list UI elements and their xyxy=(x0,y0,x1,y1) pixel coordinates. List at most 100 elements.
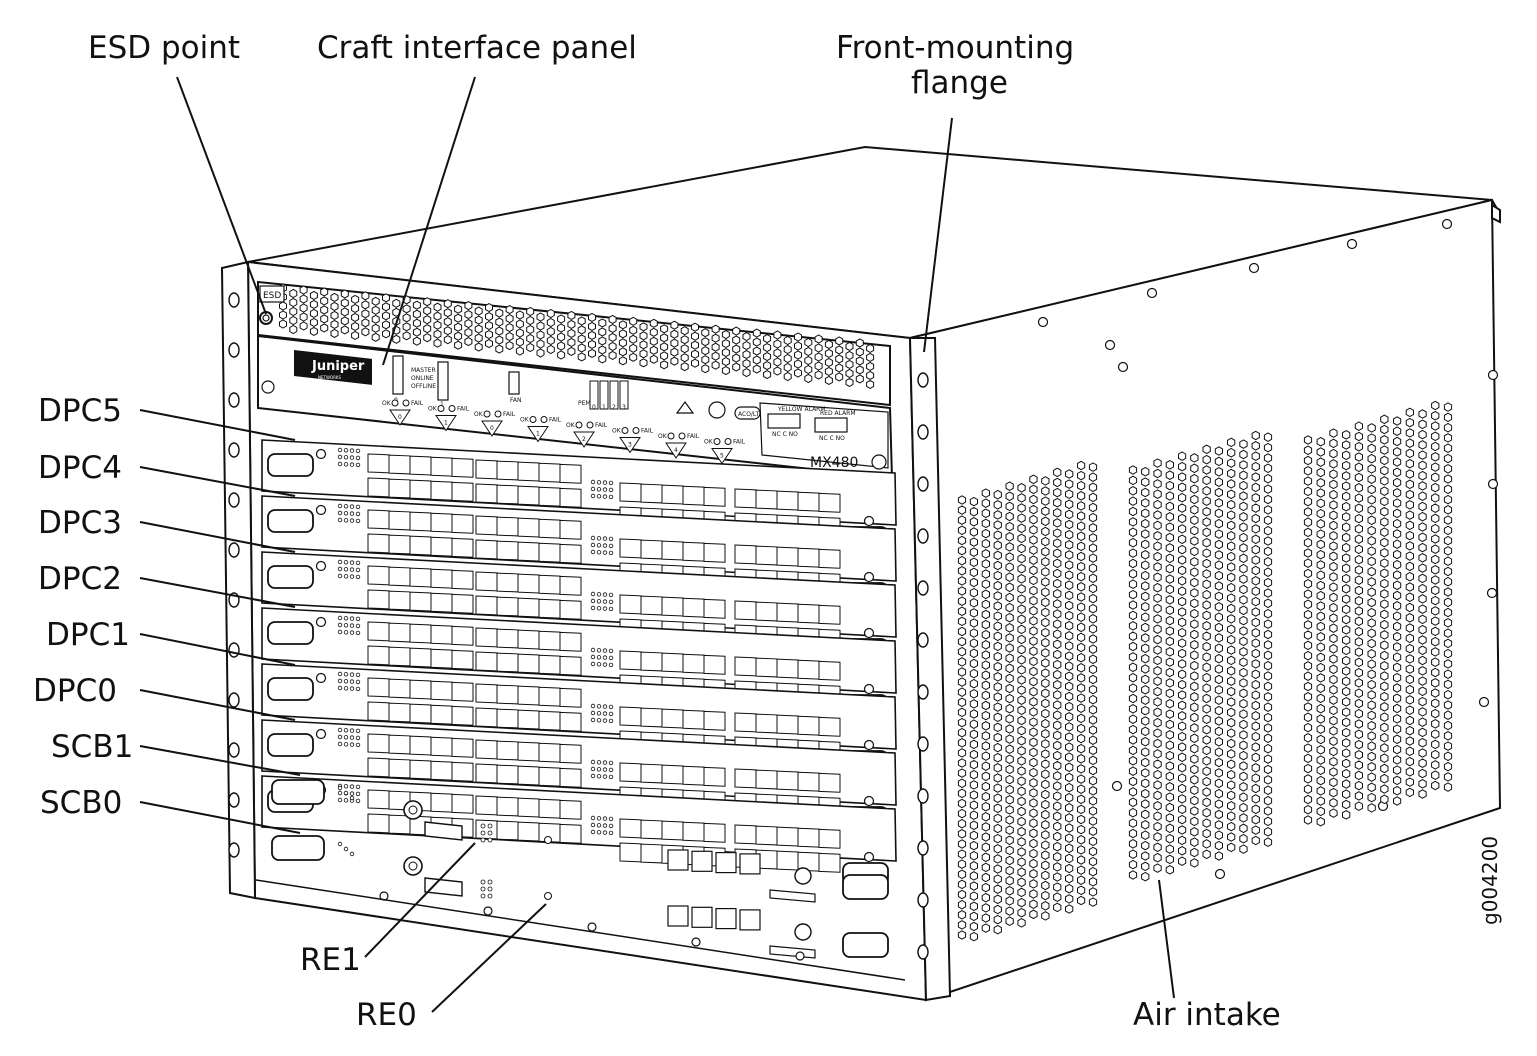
vent-hole xyxy=(1443,782,1453,792)
grille-hole xyxy=(588,312,596,322)
vent-hole xyxy=(1053,680,1062,690)
port xyxy=(496,484,519,505)
vent-hole xyxy=(1431,698,1440,709)
vent-hole xyxy=(1029,656,1038,667)
vent-hole xyxy=(1128,465,1138,475)
vent-hole xyxy=(1141,695,1150,705)
vent-hole xyxy=(1443,566,1453,577)
vent-hole xyxy=(1405,633,1414,644)
vent-hole xyxy=(1153,499,1162,510)
vent-hole xyxy=(1354,708,1363,719)
port xyxy=(776,770,799,791)
vent-hole xyxy=(1316,642,1325,652)
vent-hole xyxy=(1367,720,1376,731)
port xyxy=(538,710,561,731)
vent-hole xyxy=(1053,538,1062,548)
vent-hole xyxy=(1065,560,1074,570)
vent-hole xyxy=(1065,489,1074,499)
port xyxy=(451,649,474,670)
vent-hole xyxy=(1251,555,1260,565)
vent-hole xyxy=(1431,523,1440,534)
vent-hole xyxy=(1367,525,1376,536)
vent-hole xyxy=(1029,879,1038,889)
vent-hole xyxy=(1251,461,1260,472)
vent-hole xyxy=(1431,441,1440,452)
vent-hole xyxy=(1263,806,1273,816)
callout-dpc2: DPC2 xyxy=(38,561,122,597)
led-dot xyxy=(608,606,614,612)
port xyxy=(559,687,582,708)
flange-hole xyxy=(228,392,240,408)
grille-hole xyxy=(680,353,689,363)
vent-hole xyxy=(993,914,1002,925)
vent-hole xyxy=(993,823,1002,834)
vent-hole xyxy=(1153,738,1162,749)
vent-hole xyxy=(1354,760,1363,770)
captive-screw-right xyxy=(863,739,875,751)
vent-hole xyxy=(1153,634,1162,645)
vent-hole xyxy=(1431,606,1440,616)
vent-hole xyxy=(1227,468,1236,479)
captive-screw-right xyxy=(863,795,875,807)
vent-hole xyxy=(957,778,967,789)
vent-hole xyxy=(1141,664,1150,674)
dpc-card xyxy=(261,551,897,662)
grille-hole xyxy=(814,370,823,380)
port xyxy=(496,740,519,761)
vent-hole xyxy=(1316,570,1325,580)
vent-hole xyxy=(981,528,990,539)
vent-hole xyxy=(1214,622,1223,633)
port xyxy=(517,685,540,706)
port xyxy=(818,548,841,569)
vent-hole xyxy=(1041,840,1050,850)
flange-hole xyxy=(917,840,929,856)
vent-hole xyxy=(1077,835,1086,845)
vent-hole xyxy=(1005,673,1014,684)
grille-hole xyxy=(824,348,833,358)
grille-hole xyxy=(855,365,864,375)
grille-hole xyxy=(598,327,607,337)
led-dot xyxy=(602,774,608,779)
vent-hole xyxy=(1165,730,1174,740)
vent-hole xyxy=(957,657,967,667)
vent-hole xyxy=(1178,690,1187,700)
vent-hole xyxy=(1393,662,1402,673)
grille-hole xyxy=(423,315,432,325)
vent-hole xyxy=(1329,705,1338,716)
port xyxy=(776,546,799,567)
led-dot xyxy=(602,494,608,499)
grille-hole xyxy=(608,341,617,351)
vent-hole xyxy=(1077,602,1086,612)
vent-hole xyxy=(1329,695,1338,705)
grille-hole xyxy=(732,362,741,372)
vent-hole xyxy=(1405,613,1414,623)
port xyxy=(517,597,540,618)
led-dot xyxy=(590,647,596,653)
port xyxy=(538,542,561,563)
vent-hole xyxy=(1065,782,1074,793)
grille-hole xyxy=(361,300,370,310)
vent-hole xyxy=(1017,918,1026,928)
port xyxy=(496,684,519,705)
grille-hole xyxy=(340,298,349,308)
vent-hole xyxy=(1239,439,1248,449)
vent-hole xyxy=(1354,554,1363,565)
vent-hole xyxy=(1251,794,1260,804)
led-dot xyxy=(602,599,608,604)
vent-hole xyxy=(1041,627,1050,638)
led-dot xyxy=(349,672,355,677)
led-dot xyxy=(602,704,608,709)
vent-hole xyxy=(1303,568,1313,579)
port xyxy=(538,686,561,707)
vent-hole xyxy=(1263,723,1273,733)
vent-hole xyxy=(1029,838,1038,849)
grille-hole xyxy=(330,301,339,311)
captive-screw-right xyxy=(863,571,875,583)
vent-hole xyxy=(1029,626,1038,636)
vent-hole xyxy=(1214,508,1223,519)
vent-hole xyxy=(1303,527,1313,538)
vent-hole xyxy=(1443,546,1453,556)
led-dot xyxy=(343,462,349,467)
led-dot xyxy=(602,718,608,723)
vent-hole xyxy=(1053,841,1062,852)
